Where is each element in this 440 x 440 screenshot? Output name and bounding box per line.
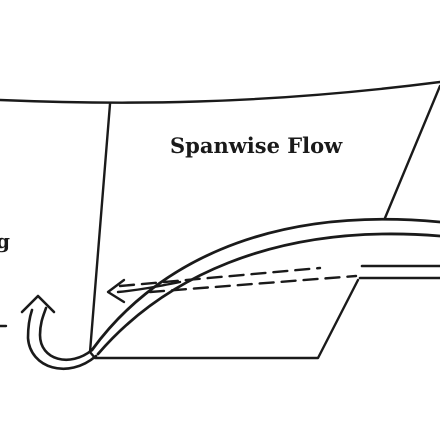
upper-surface-curve (90, 217, 440, 352)
wingtip-left-edge (88, 102, 112, 354)
diagram-title: Spanwise Flow (170, 133, 343, 158)
cropped-label-fragment: g (0, 229, 10, 253)
dashed-chord-line-lower (148, 274, 358, 294)
tip-inflow-arrow-head (106, 278, 126, 304)
wing-right-edge (383, 84, 440, 220)
lower-surface-curve (96, 232, 440, 356)
wing-leading-edge-line (0, 80, 440, 104)
wingtip-planform-outline (88, 278, 360, 360)
tip-vortex-curl-outer (38, 306, 94, 361)
tip-vortex-arrow-head (20, 294, 56, 314)
tip-inflow-arrow-shaft (116, 280, 182, 294)
dashed-chord-line-upper (118, 266, 322, 288)
tip-vortex-curl-inner (26, 308, 98, 371)
